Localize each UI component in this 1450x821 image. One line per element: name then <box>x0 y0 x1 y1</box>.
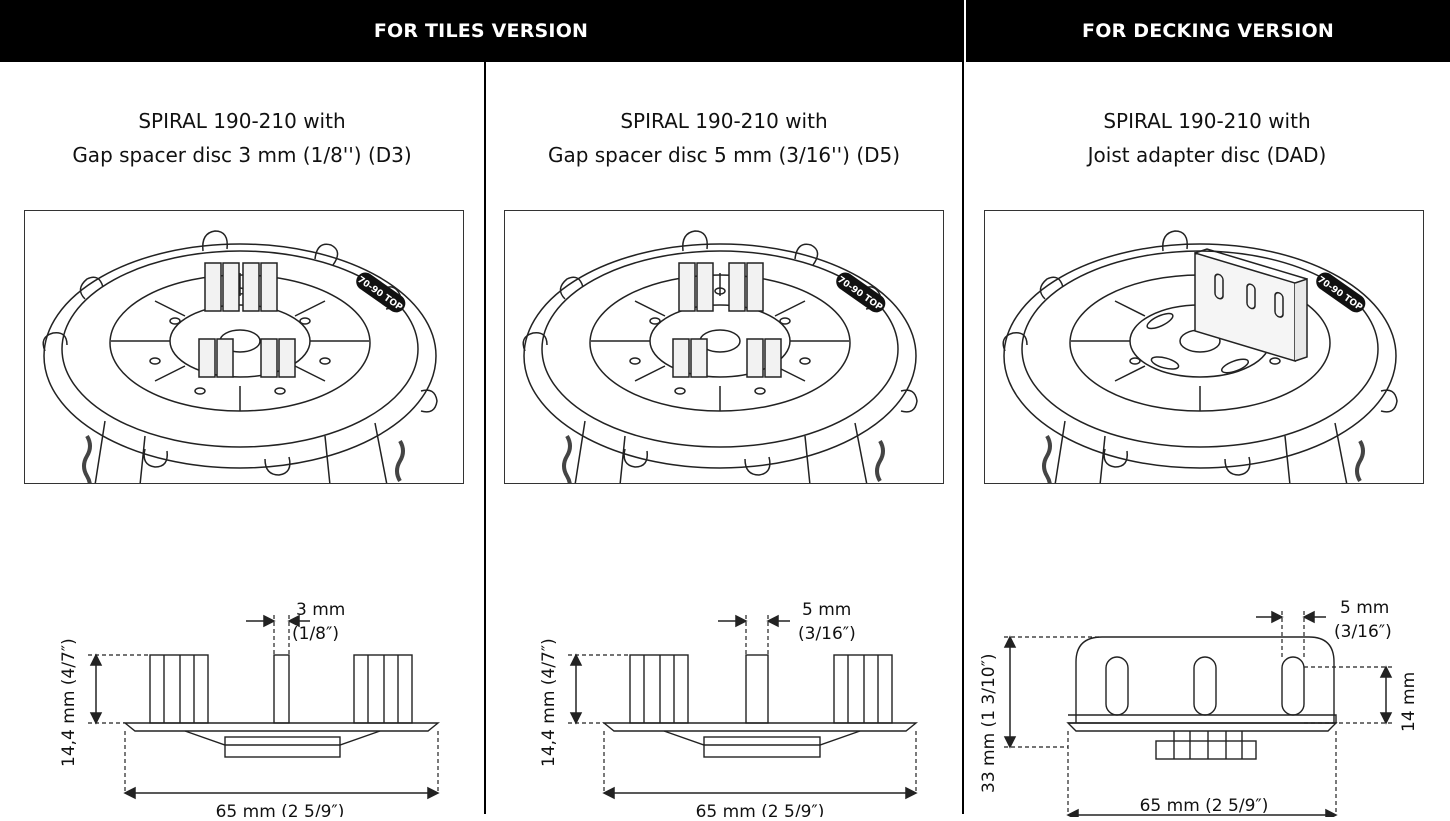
header-tiles-version: FOR TILES VERSION <box>0 0 962 62</box>
header-decking-version: FOR DECKING VERSION <box>966 0 1450 62</box>
panel-title-line1: SPIRAL 190-210 with <box>138 109 346 133</box>
dimension-gap-inches: (1/8″) <box>292 624 339 644</box>
technical-drawing-d5: 5 mm (3/16″) 14,4 mm (4/7″) 65 mm (2 5/9… <box>486 517 970 821</box>
dimension-gap: 5 mm <box>802 600 851 620</box>
panel-title-line1: SPIRAL 190-210 with <box>1103 109 1311 133</box>
dimension-width: 65 mm (2 5/9″) <box>1140 796 1269 816</box>
panel-title-line2: Joist adapter disc (DAD) <box>1087 143 1327 167</box>
pedestal-gap-spacer-3mm-illustration: 70-90 TOP <box>42 230 438 483</box>
panel-d3: SPIRAL 190-210 with Gap spacer disc 3 mm… <box>0 62 484 821</box>
header-decking-label: FOR DECKING VERSION <box>1082 20 1334 42</box>
panel-title-line1: SPIRAL 190-210 with <box>620 109 828 133</box>
panel-d5: SPIRAL 190-210 with Gap spacer disc 5 mm… <box>486 62 962 821</box>
pedestal-joist-adapter-illustration: 70-90 TOP <box>1002 230 1398 483</box>
dimension-gap-inches: (3/16″) <box>1334 622 1392 642</box>
panel-dad-title: SPIRAL 190-210 with Joist adapter disc (… <box>964 104 1450 172</box>
product-illustration-d3: 70-90 TOP <box>24 210 464 484</box>
dimension-gap-inches: (3/16″) <box>798 624 856 644</box>
pedestal-gap-spacer-5mm-illustration: 70-90 TOP <box>522 230 918 483</box>
dimension-height: 33 mm (1 3/10″) <box>979 653 999 793</box>
column-divider-1 <box>484 62 486 814</box>
dimension-width: 65 mm (2 5/9″) <box>696 802 825 817</box>
product-illustration-dad: 70-90 TOP <box>984 210 1424 484</box>
dimension-height: 14,4 mm (4/7″) <box>59 638 79 767</box>
panel-title-line2: Gap spacer disc 3 mm (1/8'') (D3) <box>72 143 412 167</box>
column-divider-2 <box>962 0 964 814</box>
panel-title-line2: Gap spacer disc 5 mm (3/16'') (D5) <box>547 143 901 167</box>
panel-d5-title: SPIRAL 190-210 with Gap spacer disc 5 mm… <box>486 104 962 172</box>
technical-drawing-d3: 3 mm (1/8″) 14,4 mm (4/7″) 65 mm (2 5/9″… <box>0 517 484 821</box>
dimension-slot: 14 mm <box>1399 672 1419 732</box>
dimension-gap: 3 mm <box>296 600 345 620</box>
panel-dad: SPIRAL 190-210 with Joist adapter disc (… <box>964 62 1450 821</box>
panel-d3-title: SPIRAL 190-210 with Gap spacer disc 3 mm… <box>0 104 484 172</box>
dimension-gap: 5 mm <box>1340 598 1389 618</box>
dimension-height: 14,4 mm (4/7″) <box>539 638 559 767</box>
technical-drawing-dad: 5 mm (3/16″) 33 mm (1 3/10″) 14 mm 65 mm… <box>964 517 1448 821</box>
dimension-width: 65 mm (2 5/9″) <box>216 802 345 817</box>
product-illustration-d5: 70-90 TOP <box>504 210 944 484</box>
header-tiles-label: FOR TILES VERSION <box>373 20 589 42</box>
